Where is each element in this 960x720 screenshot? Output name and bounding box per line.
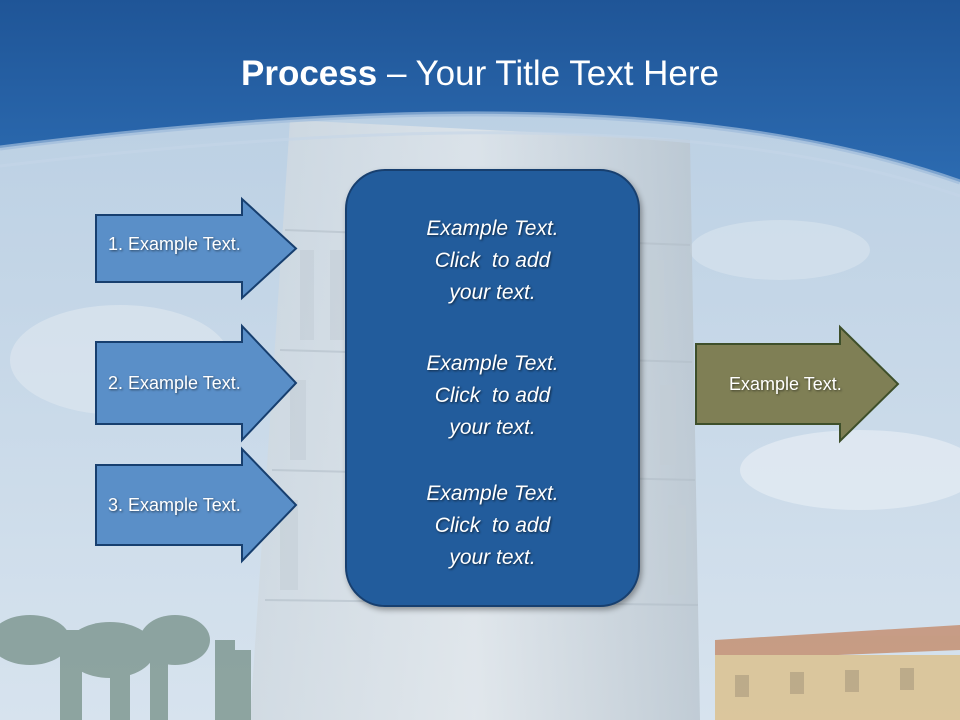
- left-arrow-3: 3. Example Text.: [95, 446, 298, 564]
- left-arrow-3-label: 3. Example Text.: [108, 495, 241, 515]
- center-block-1-line-1: Example Text.: [426, 217, 559, 240]
- left-arrow-1: 1. Example Text.: [95, 196, 298, 301]
- center-block-1-line-3: your text.: [449, 281, 536, 304]
- title-bold: Process: [241, 54, 378, 93]
- center-block-3-line-2: Click to add: [434, 514, 551, 537]
- center-block-2: Example Text. Click to add your text.: [347, 348, 638, 444]
- left-arrow-3-shape: [95, 446, 298, 564]
- center-block-1: Example Text. Click to add your text.: [347, 213, 638, 309]
- slide-title: Process – Your Title Text Here: [0, 52, 960, 96]
- left-arrow-2: 2. Example Text.: [95, 323, 298, 443]
- center-block-2-line-2: Click to add: [434, 384, 551, 407]
- center-block-3-line-1: Example Text.: [426, 482, 559, 505]
- center-block-3-line-3: your text.: [449, 546, 536, 569]
- right-arrow-label: Example Text.: [729, 374, 842, 394]
- center-block-3: Example Text. Click to add your text.: [347, 478, 638, 574]
- center-block-2-line-1: Example Text.: [426, 352, 559, 375]
- left-arrow-1-shape: [95, 196, 298, 301]
- right-arrow: Example Text.: [695, 324, 900, 444]
- right-arrow-shape: [695, 324, 900, 444]
- left-arrow-1-label: 1. Example Text.: [108, 234, 241, 254]
- center-block-2-line-3: your text.: [449, 416, 536, 439]
- title-rest: – Your Title Text Here: [377, 54, 719, 93]
- center-box: Example Text. Click to add your text. Ex…: [345, 169, 640, 607]
- center-block-1-line-2: Click to add: [434, 249, 551, 272]
- left-arrow-2-shape: [95, 323, 298, 443]
- left-arrow-2-label: 2. Example Text.: [108, 373, 241, 393]
